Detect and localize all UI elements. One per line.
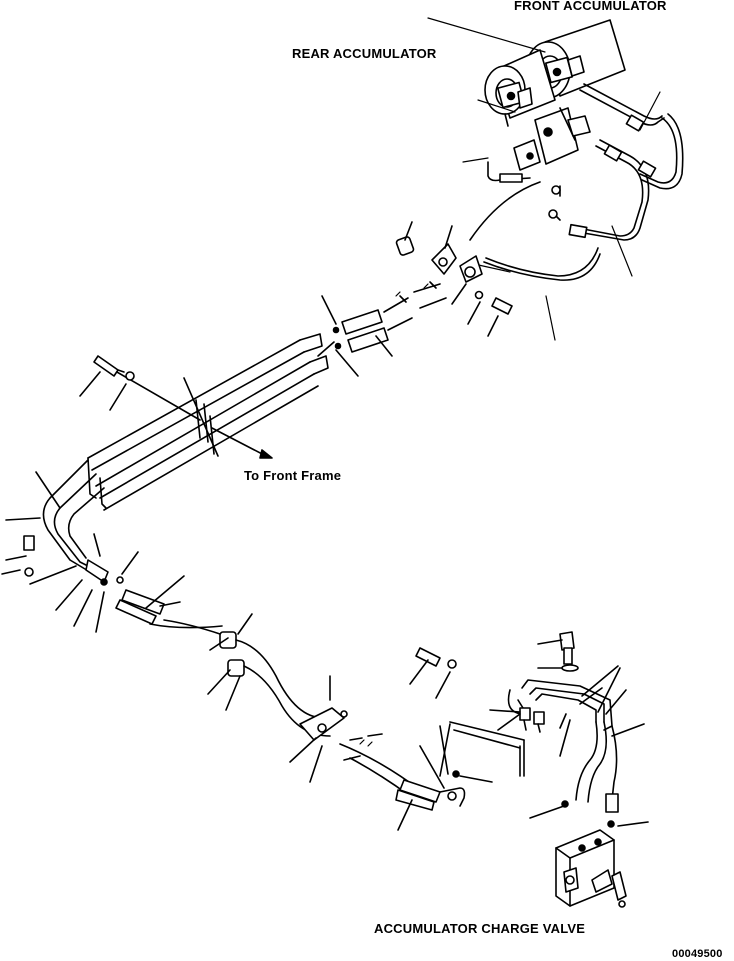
tubes-left xyxy=(1,459,139,633)
tubes-upper-right xyxy=(548,83,684,241)
accumulator-charge-valve-label: ACCUMULATOR CHARGE VALVE xyxy=(374,921,586,936)
tube-bundle xyxy=(87,333,329,511)
bolt-washer-lower xyxy=(409,631,579,699)
hose-fittings-center xyxy=(317,281,447,377)
hose-upper xyxy=(469,161,601,281)
rear-accumulator xyxy=(484,49,556,127)
rear-accumulator-label: REAR ACCUMULATOR xyxy=(292,46,437,61)
junction-block xyxy=(513,107,591,171)
front-accumulator-label: FRONT ACCUMULATOR xyxy=(514,0,667,13)
hose-fittings-lower xyxy=(395,721,525,831)
break-marks xyxy=(359,283,429,747)
charge-valve-block xyxy=(555,829,627,908)
bolt-washer-left-upper xyxy=(79,355,135,411)
clamp-set-upper xyxy=(395,221,513,337)
hoses-lower-left xyxy=(115,575,223,635)
to-front-frame-label: To Front Frame xyxy=(244,468,342,483)
clamp-set-lower xyxy=(207,613,421,797)
tubes-lower-right xyxy=(489,665,649,828)
drawing-number: 00049500 xyxy=(672,948,723,960)
